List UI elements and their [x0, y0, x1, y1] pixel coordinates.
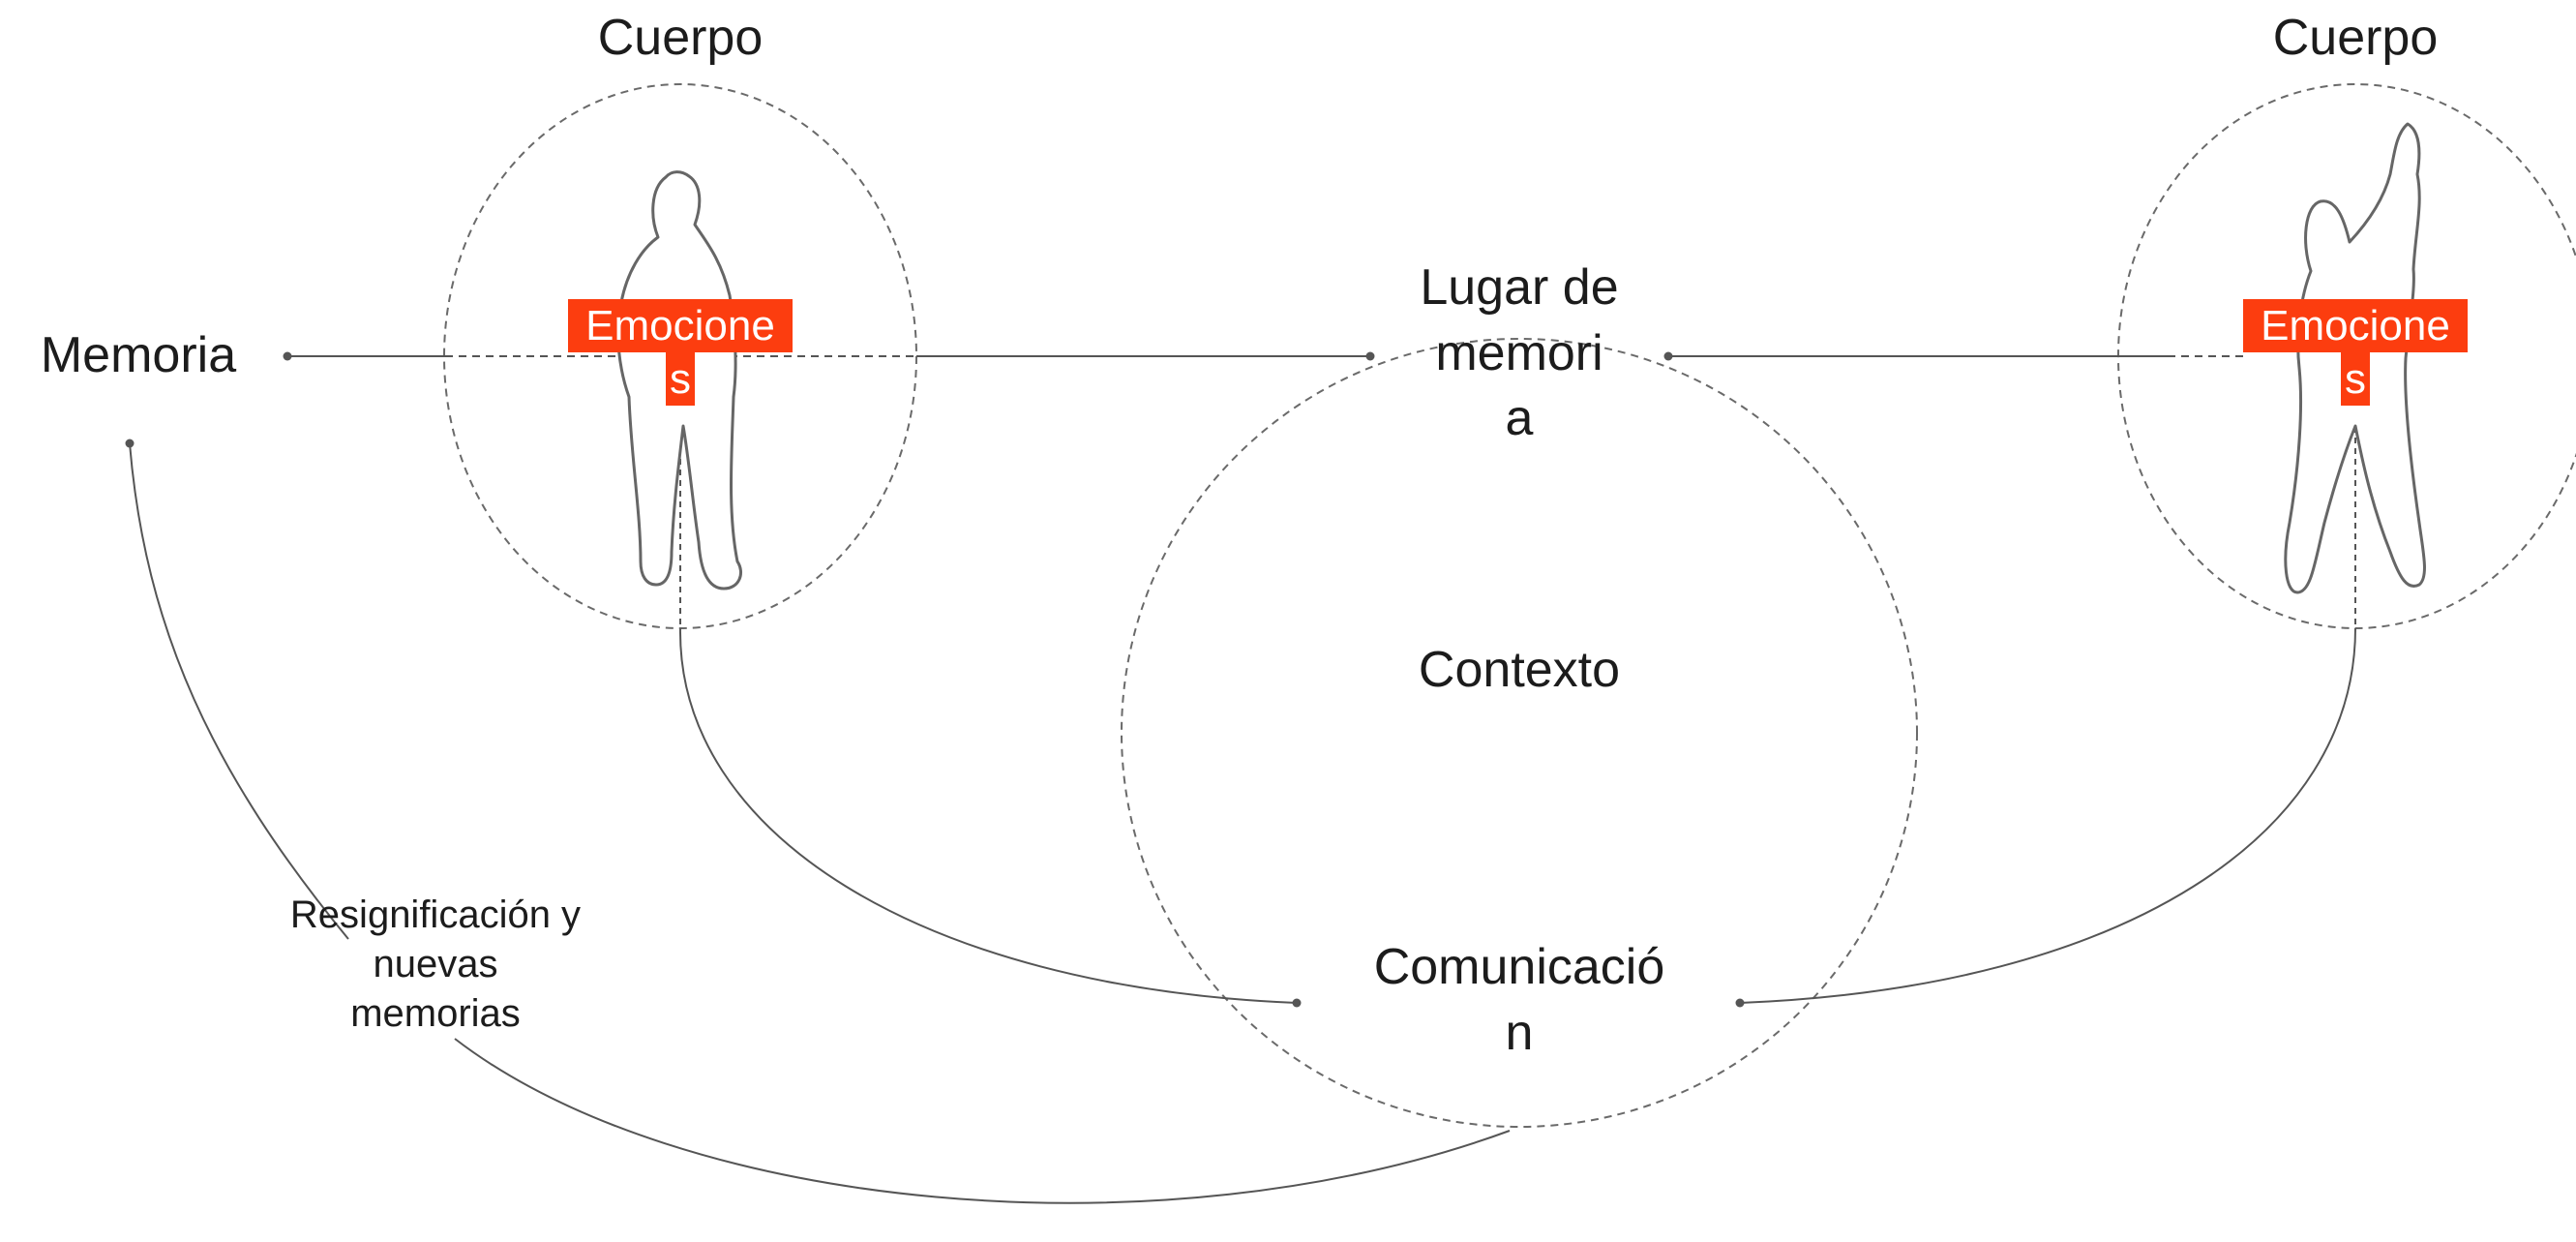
comunicacion-right-dot [1735, 998, 1745, 1008]
emociones-left-line-1: Emocione [568, 299, 793, 352]
memoria-to-resignificacion-curve [129, 442, 349, 940]
resignificacion-line-1: Resignificación y [289, 894, 582, 936]
lugar-line-2: memori [1435, 324, 1603, 381]
emociones-right-line-1: Emocione [2243, 299, 2468, 352]
cuerpo-right-title: Cuerpo [2272, 10, 2439, 66]
comunicacion-left-dot [1292, 998, 1302, 1008]
cuerpo-left-title: Cuerpo [597, 10, 764, 66]
contexto-label: Contexto [1418, 642, 1621, 698]
cuerpo-right-to-comunicacion-curve [1739, 627, 2356, 1004]
lugar-line-1: Lugar de [1420, 259, 1619, 316]
resignificacion-to-contexto-curve [454, 1038, 1511, 1204]
memoria-dot [283, 351, 292, 361]
lugar-right-dot [1663, 351, 1673, 361]
memoria-label: Memoria [40, 327, 237, 383]
emociones-right-badge: Emocione s [2243, 299, 2468, 406]
resignificacion-line-2: nuevas [373, 943, 498, 986]
lugar-de-memoria-label: Lugar de memori a [1374, 256, 1664, 452]
resignificacion-line-3: memorias [350, 992, 521, 1036]
emociones-left-line-2: s [666, 352, 695, 406]
comunicacion-label: Comunicació n [1326, 935, 1713, 1066]
emociones-left-badge: Emocione s [568, 299, 793, 406]
resignificacion-label: Resignificación y nuevas memorias [242, 891, 629, 1040]
emociones-right-line-2: s [2341, 352, 2370, 406]
cuerpo-left-to-comunicacion-curve [678, 627, 1298, 1004]
lugar-left-dot [1365, 351, 1375, 361]
lugar-line-3: a [1505, 390, 1534, 447]
comunicacion-line-2: n [1505, 1004, 1534, 1061]
comunicacion-line-1: Comunicació [1373, 939, 1665, 995]
contexto-circle [1121, 338, 1918, 1128]
